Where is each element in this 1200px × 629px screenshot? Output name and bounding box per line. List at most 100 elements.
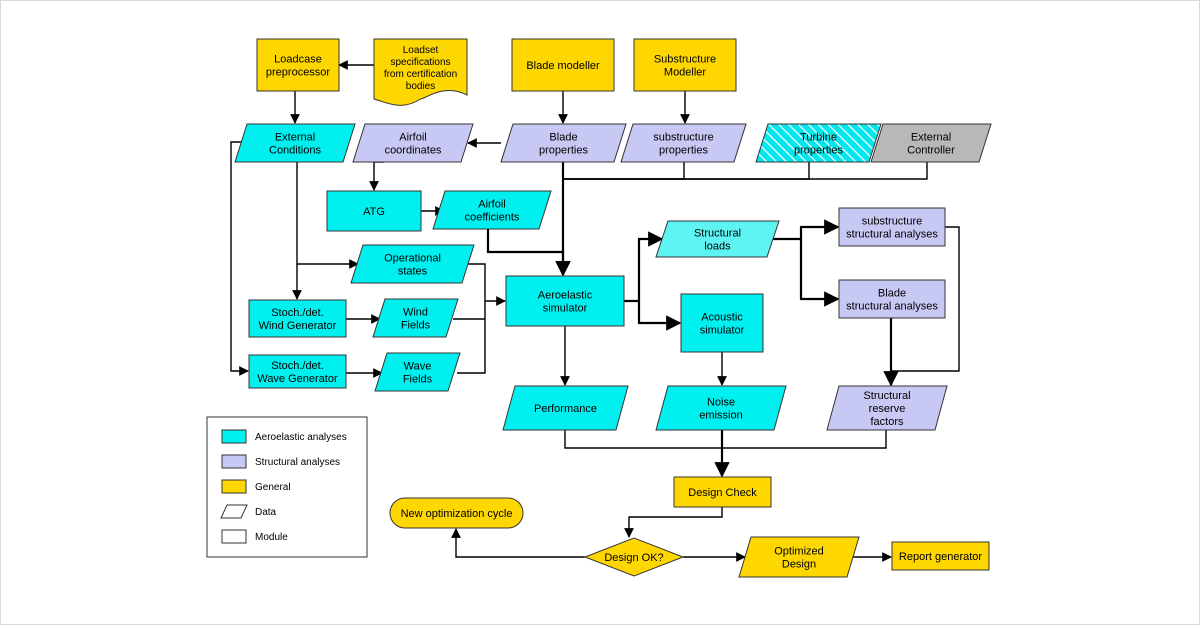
connector-6 bbox=[369, 161, 384, 191]
blade-analyses-shape bbox=[838, 279, 946, 319]
legend-aeroelastic-analyses-label: Aeroelastic analyses bbox=[255, 432, 347, 443]
wave-generator-node[interactable]: Stoch./det.Wave Generator bbox=[248, 354, 347, 389]
legend-structural-analyses-label: Structural analyses bbox=[255, 457, 340, 468]
design-check-node[interactable]: Design Check bbox=[673, 476, 772, 508]
new-cycle-node[interactable]: New optimization cycle bbox=[389, 497, 524, 529]
structural-loads-label: Structural bbox=[694, 228, 741, 240]
external-controller-label: External bbox=[911, 132, 951, 144]
substructure-modeller-label: Substructure bbox=[654, 54, 716, 66]
blade-analyses-label: Blade bbox=[878, 288, 906, 300]
acoustic-simulator-label: simulator bbox=[700, 325, 745, 337]
blade-modeller-node[interactable]: Blade modeller bbox=[511, 38, 615, 92]
wind-generator-label: Stoch./det. bbox=[271, 307, 324, 319]
blade-modeller-shape bbox=[511, 38, 615, 92]
wind-fields-label: Wind bbox=[403, 307, 428, 319]
airfoil-coefficients-label: coefficients bbox=[465, 212, 520, 224]
design-ok-label: Design OK? bbox=[604, 552, 663, 564]
wind-generator-node[interactable]: Stoch./det.Wind Generator bbox=[248, 299, 347, 338]
airfoil-coordinates-label: Airfoil bbox=[399, 132, 427, 144]
external-conditions-label: Conditions bbox=[269, 145, 321, 157]
legend-general: General bbox=[221, 479, 291, 494]
report-generator-label: Report generator bbox=[899, 551, 982, 563]
legend-module-label: Module bbox=[255, 532, 288, 543]
structural-loads-shape bbox=[655, 220, 780, 258]
noise-emission-label: emission bbox=[699, 410, 742, 422]
legend-general-label: General bbox=[255, 482, 291, 493]
loadset-label: specifications bbox=[390, 57, 450, 68]
substructure-analyses-label: substructure bbox=[862, 216, 923, 228]
turbine-properties-label: Turbine bbox=[800, 132, 837, 144]
wave-generator-shape bbox=[248, 354, 347, 389]
report-generator-node[interactable]: Report generator bbox=[891, 541, 990, 571]
aeroelastic-simulator-shape bbox=[505, 275, 625, 327]
reserve-factors-label: reserve bbox=[869, 403, 906, 415]
connector-22 bbox=[637, 301, 682, 331]
connector-15 bbox=[230, 141, 249, 376]
blade-modeller-label: Blade modeller bbox=[526, 60, 600, 72]
operational-states-shape bbox=[350, 244, 475, 284]
noise-emission-shape bbox=[655, 385, 787, 431]
connector-8 bbox=[486, 229, 571, 277]
substructure-modeller-shape bbox=[633, 38, 737, 92]
turbine-properties-label: properties bbox=[794, 145, 843, 157]
atg-node[interactable]: ATG bbox=[326, 190, 422, 232]
design-check-shape bbox=[673, 476, 772, 508]
design-ok-shape bbox=[583, 537, 685, 577]
wave-generator-label: Wave Generator bbox=[257, 373, 338, 385]
blade-properties-label: properties bbox=[539, 145, 588, 157]
substructure-properties-shape bbox=[620, 123, 747, 163]
legend-module: Module bbox=[221, 529, 288, 544]
connector-18 bbox=[459, 263, 506, 306]
new-cycle-label: New optimization cycle bbox=[401, 508, 513, 520]
connector-11 bbox=[563, 162, 928, 180]
legend-structural-analyses: Structural analyses bbox=[221, 454, 340, 469]
aeroelastic-simulator-label: simulator bbox=[543, 303, 588, 315]
performance-node[interactable]: Performance bbox=[502, 385, 629, 431]
legend-data-swatch bbox=[220, 504, 248, 519]
substructure-properties-label: substructure bbox=[653, 132, 714, 144]
substructure-properties-label: properties bbox=[659, 145, 708, 157]
wave-fields-shape bbox=[374, 352, 461, 392]
connector-21 bbox=[624, 231, 664, 303]
optimized-design-label: Optimized bbox=[774, 546, 824, 558]
atg-shape bbox=[326, 190, 422, 232]
external-conditions-shape bbox=[234, 123, 356, 163]
legend-aeroelastic-analyses-swatch bbox=[221, 429, 247, 444]
design-ok-node[interactable]: Design OK? bbox=[583, 537, 685, 577]
connector-9 bbox=[563, 162, 685, 180]
acoustic-simulator-shape bbox=[680, 293, 764, 353]
loadset-shape bbox=[373, 38, 468, 106]
airfoil-coordinates-shape bbox=[352, 123, 474, 163]
external-controller-shape bbox=[870, 123, 992, 163]
substructure-modeller-label: Modeller bbox=[664, 67, 707, 79]
structural-loads-label: loads bbox=[704, 241, 731, 253]
legend-aeroelastic-analyses: Aeroelastic analyses bbox=[221, 429, 347, 444]
connector-30 bbox=[722, 430, 887, 449]
airfoil-coordinates-label: coordinates bbox=[385, 145, 442, 157]
reserve-factors-label: Structural bbox=[863, 390, 910, 402]
external-controller-label: Controller bbox=[907, 145, 955, 157]
loadset-label: from certification bbox=[384, 69, 457, 80]
